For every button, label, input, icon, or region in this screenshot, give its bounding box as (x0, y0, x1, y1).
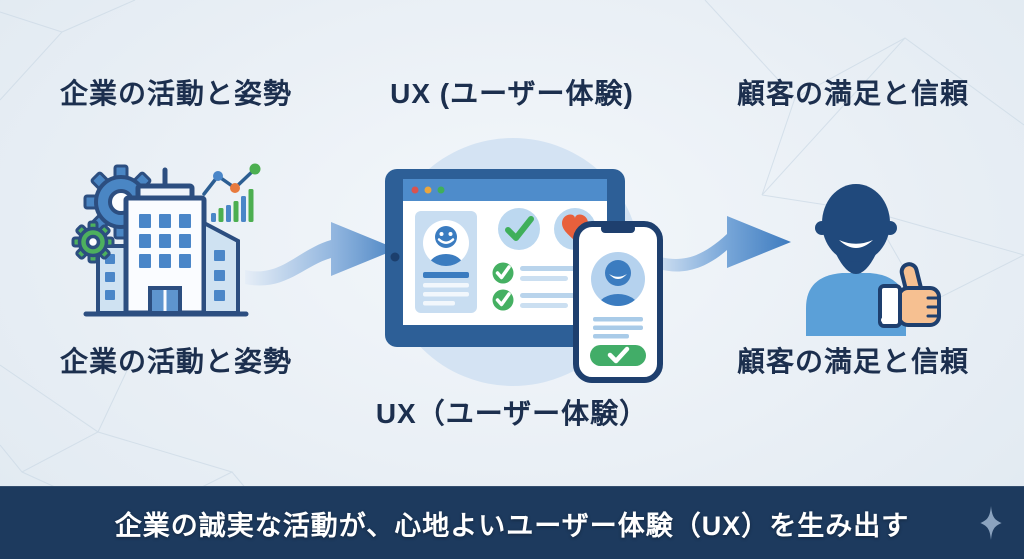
arrow-right-icon (645, 216, 791, 272)
label-company-top: 企業の活動と姿勢 (59, 78, 292, 109)
browser-dot-red-icon (411, 186, 419, 194)
gear-icon (71, 220, 115, 264)
phone-notch-icon (601, 224, 635, 233)
arrow-right-icon (245, 222, 397, 286)
label-customer-top: 顧客の満足と信頼 (736, 78, 969, 109)
thumbs-up-icon (878, 262, 941, 328)
check-circle-icon (498, 208, 540, 250)
browser-dot-green-icon (437, 186, 445, 194)
smartphone-icon (573, 221, 663, 383)
confirm-button-icon (590, 345, 646, 366)
caption-customer: 顧客の満足と信頼 (736, 346, 969, 377)
sparkle-icon (980, 506, 1002, 540)
tablet-camera-icon (390, 252, 400, 262)
bottom-banner: 企業の誠実な活動が、心地よいユーザー体験（UX）を生み出す (0, 486, 1024, 559)
label-ux-top: UX (ユーザー体験) (390, 78, 634, 109)
office-building-icon (71, 163, 261, 317)
caption-company: 企業の活動と姿勢 (59, 346, 292, 377)
browser-dot-yellow-icon (424, 186, 432, 194)
person-icon (806, 184, 941, 336)
checklist-icon (492, 262, 578, 311)
browser-window-icon (385, 169, 625, 347)
profile-card-icon (415, 211, 477, 313)
caption-ux: UX（ユーザー体験） (375, 398, 649, 429)
banner-text: 企業の誠実な活動が、心地よいユーザー体験（UX）を生み出す (114, 510, 910, 541)
growth-chart-icon (202, 163, 261, 222)
